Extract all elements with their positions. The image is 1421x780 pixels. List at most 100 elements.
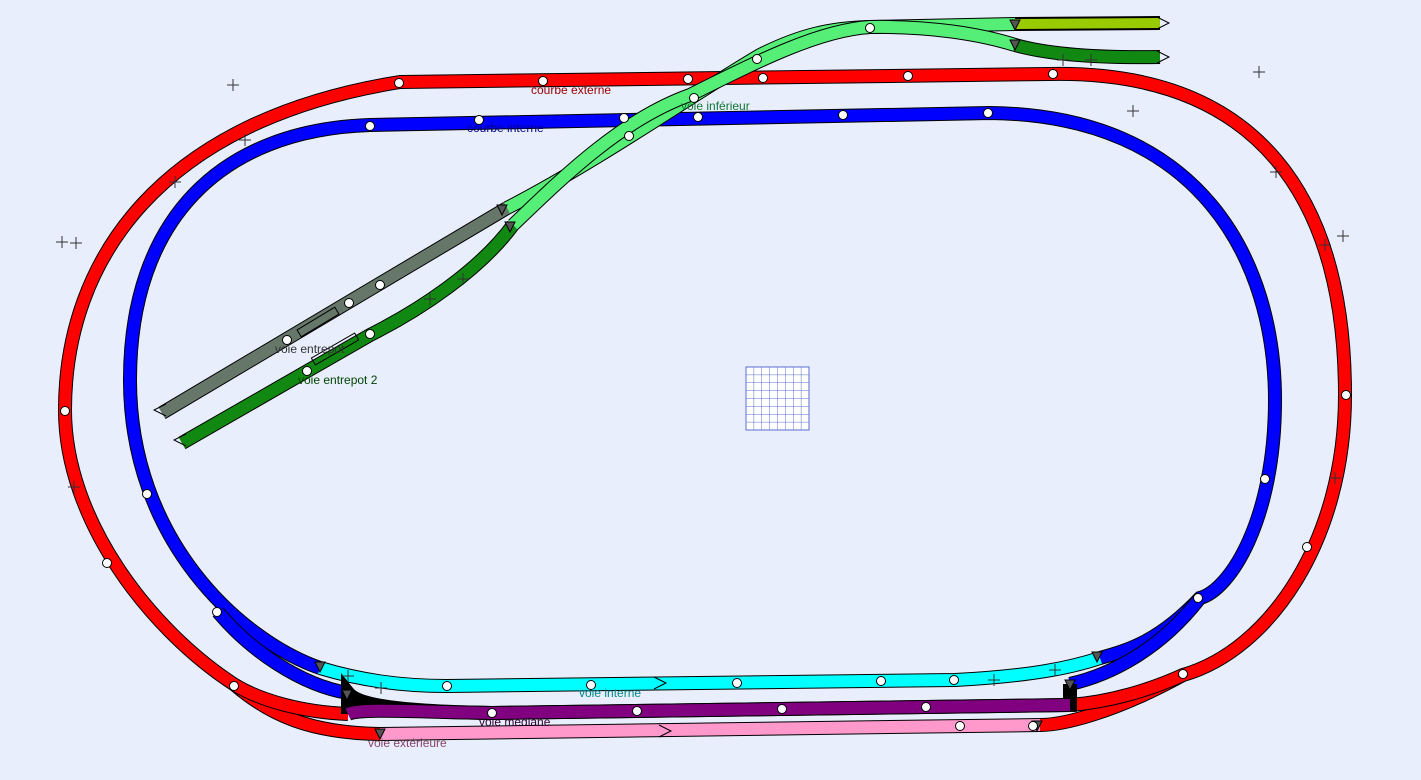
cross-marker-icon (1085, 54, 1097, 66)
direction-arrow-icon (314, 661, 326, 674)
end-track-dark[interactable] (1013, 38, 1161, 65)
label-voie-mediane: voie mediane (479, 715, 551, 729)
direction-arrow-icon (658, 724, 673, 738)
joint-marker-icon[interactable] (732, 678, 742, 688)
end-track-light[interactable] (1014, 16, 1161, 31)
depot-track-2[interactable] (178, 220, 519, 450)
direction-arrow-icon (1064, 679, 1076, 692)
lower-track[interactable] (503, 17, 1018, 231)
joint-marker-icon[interactable] (474, 115, 484, 125)
direction-arrow-icon (1156, 50, 1171, 64)
joint-marker-icon[interactable] (142, 489, 152, 499)
joint-marker-icon[interactable] (903, 71, 913, 81)
joint-markers (60, 23, 1351, 731)
grid-icon[interactable] (745, 366, 810, 431)
joint-marker-icon[interactable] (752, 54, 762, 64)
voie-exterieure-track[interactable] (379, 718, 1041, 741)
joint-marker-icon[interactable] (365, 121, 375, 131)
cross-marker-icon (1049, 664, 1061, 676)
joint-marker-icon[interactable] (375, 280, 385, 290)
cross-marker-icon (424, 293, 436, 305)
joint-marker-icon[interactable] (921, 702, 931, 712)
direction-arrow-icon (374, 728, 386, 741)
label-courbe-interne: courbe interne (467, 121, 544, 135)
direction-arrow-icon (653, 676, 668, 690)
label-voie-inferieur: voie inférieur (681, 99, 750, 113)
joint-marker-icon[interactable] (1193, 593, 1203, 603)
joint-marker-icon[interactable] (632, 706, 642, 716)
joint-marker-icon[interactable] (693, 112, 703, 122)
direction-arrow-icon (152, 403, 167, 417)
joint-marker-icon[interactable] (1341, 390, 1351, 400)
cross-markers (56, 54, 1349, 694)
label-voie-interne: voie interne (579, 686, 641, 700)
cross-marker-icon (227, 79, 239, 91)
joint-marker-icon[interactable] (1028, 721, 1038, 731)
direction-arrow-icon (1156, 16, 1171, 30)
direction-arrow-icon (1009, 39, 1021, 52)
joint-marker-icon[interactable] (983, 108, 993, 118)
joint-marker-icon[interactable] (1302, 542, 1312, 552)
joint-marker-icon[interactable] (876, 676, 886, 686)
direction-arrows (152, 16, 1171, 741)
joint-marker-icon[interactable] (865, 23, 875, 33)
cross-marker-icon (1270, 166, 1282, 178)
direction-arrow-icon (341, 689, 353, 702)
cross-marker-icon (342, 670, 354, 682)
cross-marker-icon (70, 237, 82, 249)
joint-marker-icon[interactable] (212, 607, 222, 617)
joint-marker-icon[interactable] (282, 335, 292, 345)
joint-marker-icon[interactable] (838, 110, 848, 120)
buffer-block (296, 306, 340, 338)
direction-arrow-icon (1091, 651, 1103, 664)
joint-marker-icon[interactable] (586, 680, 596, 690)
joint-marker-icon[interactable] (487, 708, 497, 718)
direction-arrow-icon (496, 204, 508, 217)
label-voie-entrepot-1: voie entrepot (275, 342, 345, 356)
cross-marker-icon (1319, 239, 1331, 251)
cross-marker-icon (239, 134, 251, 146)
direction-arrow-icon (172, 433, 187, 447)
joint-marker-icon[interactable] (538, 76, 548, 86)
cross-marker-icon (56, 236, 68, 248)
joint-marker-icon[interactable] (344, 298, 354, 308)
direction-arrow-icon (1009, 19, 1021, 32)
joint-marker-icon[interactable] (949, 675, 959, 685)
label-voie-exterieure: voie extérieure (368, 736, 447, 750)
buffer-block (310, 332, 360, 366)
joint-marker-icon[interactable] (365, 329, 375, 339)
cross-marker-icon (1337, 230, 1349, 242)
joint-marker-icon[interactable] (689, 93, 699, 103)
joint-marker-icon[interactable] (955, 721, 965, 731)
joint-marker-icon[interactable] (1260, 474, 1270, 484)
joint-marker-icon[interactable] (777, 704, 787, 714)
inner-loop-track[interactable] (122, 105, 1283, 700)
joint-marker-icon[interactable] (1048, 69, 1058, 79)
joint-marker-icon[interactable] (394, 78, 404, 88)
depot-track-1[interactable] (158, 201, 511, 420)
cross-marker-icon (457, 273, 469, 285)
joint-marker-icon[interactable] (60, 406, 70, 416)
direction-arrow-icon (504, 221, 516, 234)
cross-marker-icon (169, 176, 181, 188)
cross-marker-icon (988, 674, 1000, 686)
joint-marker-icon[interactable] (683, 74, 693, 84)
cross-marker-icon (1253, 66, 1265, 78)
joint-marker-icon[interactable] (1178, 669, 1188, 679)
cross-marker-icon (1329, 472, 1341, 484)
joint-marker-icon[interactable] (442, 681, 452, 691)
joint-marker-icon[interactable] (102, 558, 112, 568)
cross-marker-icon (375, 682, 387, 694)
label-courbe-externe: courbe externe (531, 83, 611, 97)
joint-marker-icon[interactable] (624, 131, 634, 141)
joint-marker-icon[interactable] (229, 681, 239, 691)
cross-marker-icon (1127, 105, 1139, 117)
cross-marker-icon (1057, 54, 1069, 66)
label-voie-entrepot-2: voie entrepot 2 (298, 373, 378, 387)
joint-marker-icon[interactable] (619, 113, 629, 123)
outer-loop-track[interactable] (57, 66, 1353, 741)
joint-marker-icon[interactable] (302, 366, 312, 376)
cross-marker-icon (68, 481, 80, 493)
joint-marker-icon[interactable] (758, 73, 768, 83)
